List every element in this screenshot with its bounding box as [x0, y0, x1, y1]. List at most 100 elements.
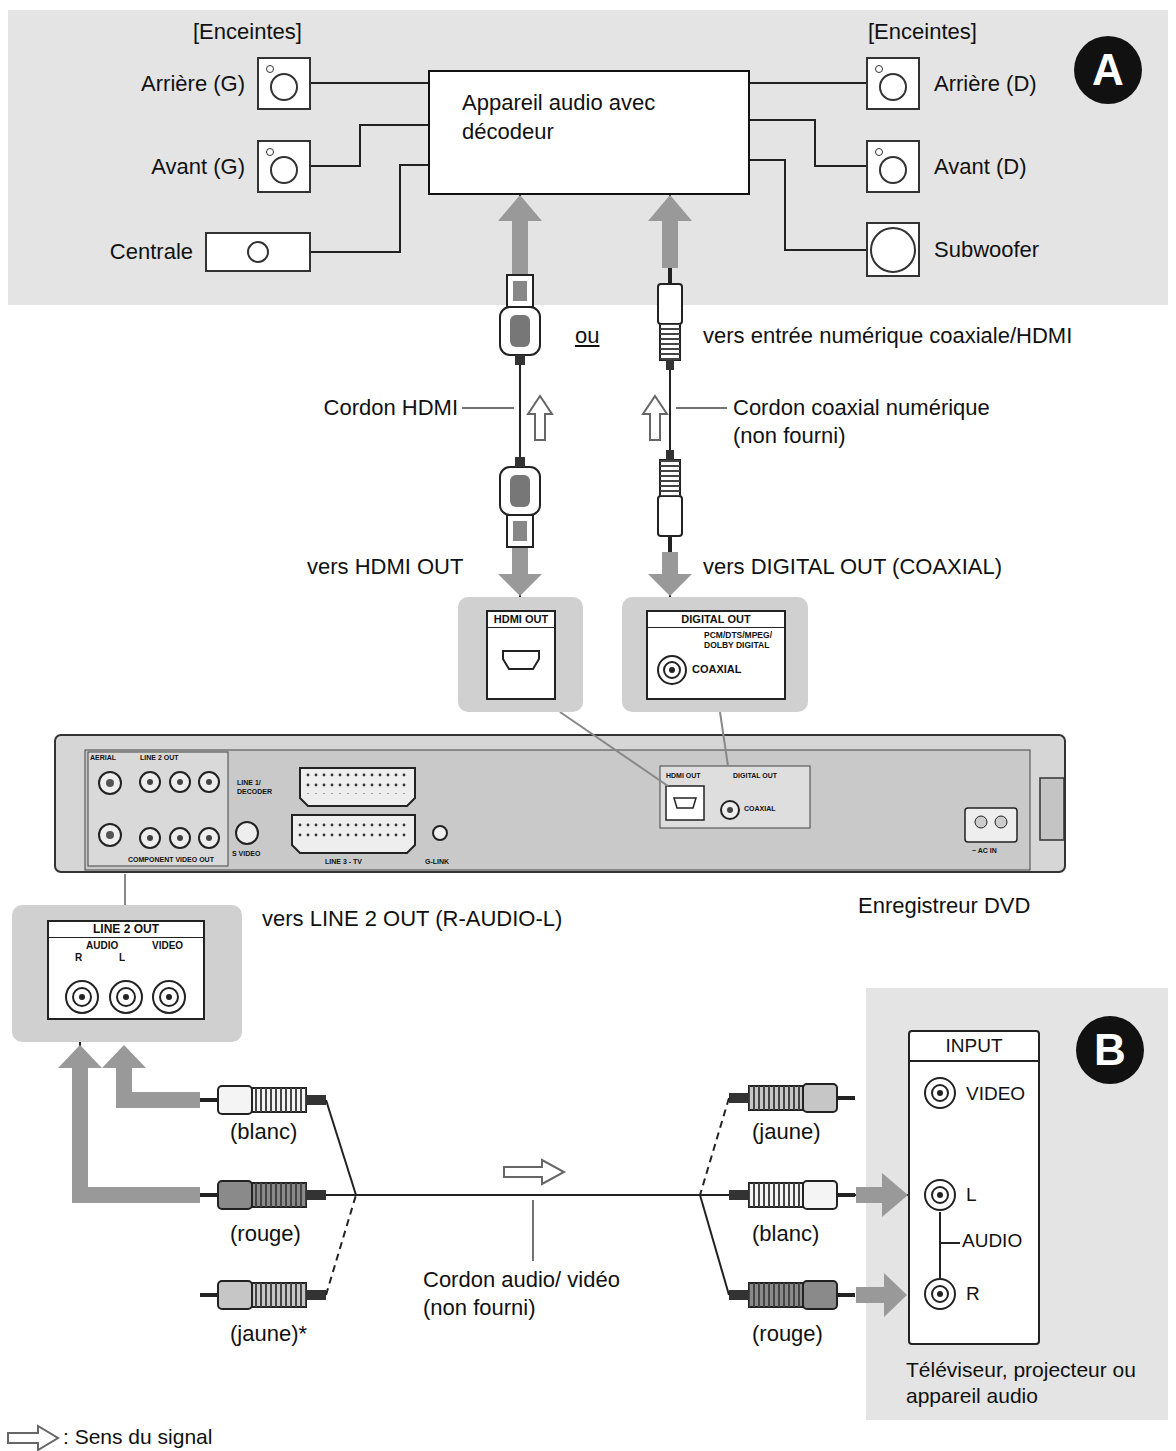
grey-signal-arrows-part	[80, 1068, 200, 1195]
recorder-body-part	[433, 826, 447, 840]
panel-marking: LINE 1/ DECODER	[237, 778, 281, 796]
speaker-tweeter	[875, 65, 883, 73]
panel-marking: COAXIAL	[744, 804, 776, 813]
recorder-body-part	[147, 779, 153, 785]
leader-lines-part	[532, 1200, 534, 1261]
recorder-body-part	[55, 735, 1065, 872]
plug-drawings-part	[200, 1281, 326, 1309]
speaker-cone	[879, 156, 907, 184]
recorder-body-part	[300, 768, 415, 806]
panel-badge: B	[1076, 1016, 1144, 1084]
cable-branches-part	[700, 1195, 729, 1295]
speaker-tweeter	[875, 148, 883, 156]
speaker-wire	[311, 82, 428, 84]
annotation-label: vers LINE 2 OUT (R-AUDIO-L)	[262, 905, 562, 933]
annotation-label: VIDEO	[966, 1082, 1025, 1106]
annotation-label: [Enceintes]	[868, 18, 977, 46]
recorder-body-part	[206, 779, 212, 785]
grey-signal-arrows	[58, 218, 907, 1317]
leader-lines-part	[560, 712, 668, 786]
port-heading: DIGITAL OUT	[648, 612, 784, 628]
annotation-label: (jaune)*	[230, 1320, 307, 1348]
recorder-body-part	[292, 815, 415, 853]
speaker-box: Arrière (G)	[257, 57, 311, 110]
dvd-recorder: Enregistreur DVD	[55, 735, 1065, 872]
device-label: Enregistreur DVD	[858, 893, 1030, 919]
legend-swatch	[8, 1426, 58, 1450]
annotation-label: [Enceintes]	[193, 18, 302, 46]
recorder-body-part	[147, 835, 153, 841]
recorder-body-part	[85, 750, 1030, 870]
recorder-body-part	[995, 816, 1007, 828]
recorder-body-part	[177, 779, 183, 785]
recorder-body-part	[88, 752, 228, 866]
plug-drawings-part	[500, 275, 540, 365]
speaker-tweeter	[266, 148, 274, 156]
panel-marking: LINE 3 - TV	[325, 857, 362, 866]
recorder-body-part	[660, 766, 810, 828]
panel-band: AArrière (G)Appareil audio avec décodeur…	[8, 10, 1168, 305]
jack-symbol	[166, 994, 172, 1000]
cable-label: Cordon coaxial numérique (non fourni)	[733, 394, 1033, 450]
speaker-cone	[247, 241, 269, 263]
panel-marking: VIDEO	[152, 939, 183, 952]
panel-marking: LINE 2 OUT	[140, 753, 179, 762]
annotation-label: (blanc)	[752, 1220, 819, 1248]
leader-lines-part	[462, 407, 514, 409]
speaker-cone	[870, 227, 916, 273]
panel-marking: HDMI OUT	[666, 771, 701, 780]
plug-drawings-part	[729, 1281, 855, 1309]
port-panel: HDMI OUT	[486, 610, 556, 700]
recorder-body-part	[727, 807, 733, 813]
speaker-cone	[879, 73, 907, 101]
recorder-body-part	[206, 835, 212, 841]
recorder-body-part	[99, 772, 121, 794]
port-name: COAXIAL	[692, 663, 742, 675]
cable-label: Cordon audio/ vidéo (non fourni)	[423, 1266, 653, 1322]
recorder-body-part	[170, 828, 190, 848]
recorder-body-part	[106, 831, 114, 839]
speaker-label: Arrière (G)	[141, 71, 245, 97]
panel-b-ground	[866, 988, 1168, 1420]
annotation-label: Téléviseur, projecteur ou appareil audio	[906, 1357, 1164, 1409]
annotation-label: (blanc)	[230, 1118, 297, 1146]
annotation-label: R	[966, 1282, 980, 1306]
jack-symbol	[937, 1192, 943, 1198]
cable-branches-part	[700, 1098, 729, 1195]
speaker-wire	[311, 125, 428, 166]
panel-marking: G-LINK	[425, 857, 449, 866]
signal-direction-arrows	[504, 396, 667, 1184]
speaker-wire	[750, 160, 866, 250]
leader-lines-part	[676, 407, 727, 409]
panel-marking: COMPONENT VIDEO OUT	[128, 855, 214, 864]
recorder-body-part	[199, 772, 219, 792]
panel-marking: ~ AC IN	[972, 846, 997, 855]
speaker-tweeter	[266, 65, 274, 73]
cable-branches-part	[326, 1100, 356, 1195]
panel-marking: S VIDEO	[232, 849, 260, 858]
jack-symbol	[79, 994, 85, 1000]
grey-signal-arrows-part	[102, 1045, 146, 1068]
speaker-box: Subwoofer	[866, 222, 920, 277]
speaker-wire	[311, 165, 428, 252]
hdmi-port-symbol	[501, 648, 541, 672]
speaker-label: Centrale	[110, 239, 193, 265]
grey-signal-arrows-part	[884, 1273, 907, 1317]
jack-symbol	[123, 994, 129, 1000]
recorder-body-part	[99, 824, 121, 846]
jack-symbol	[937, 1291, 943, 1297]
grey-signal-arrows-part	[662, 218, 678, 268]
recorder-body-part	[975, 816, 987, 828]
format-list: PCM/DTS/MPEG/ DOLBY DIGITAL	[704, 630, 784, 650]
recorder-body-part	[666, 786, 704, 820]
speaker-cone	[270, 73, 298, 101]
annotation-label: (rouge)	[230, 1220, 301, 1248]
panel-marking: R	[75, 951, 82, 964]
grey-signal-arrows-part	[498, 574, 542, 596]
plug-drawings-part	[200, 1181, 326, 1209]
recorder-body-part	[140, 828, 160, 848]
panel-marking: AERIAL	[90, 753, 116, 762]
recorder-body-part	[177, 835, 183, 841]
cable-label: Cordon HDMI	[290, 394, 458, 422]
